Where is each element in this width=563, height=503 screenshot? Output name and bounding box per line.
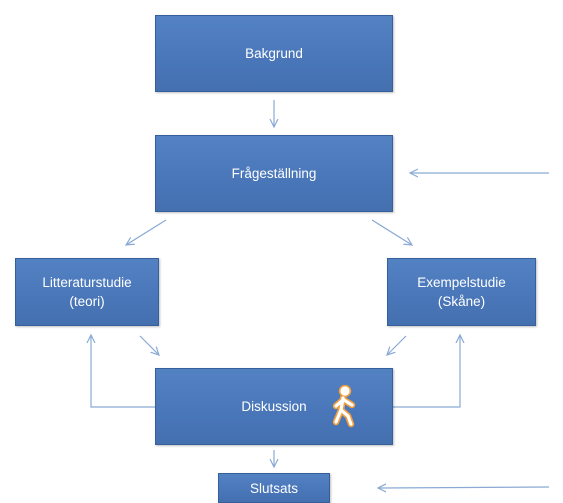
node-bakgrund: Bakgrund — [155, 15, 393, 92]
node-exempelstudie-label: Exempelstudie (Skåne) — [417, 275, 506, 309]
arrow-fragestallning-to-exempel — [371, 219, 412, 245]
node-litteraturstudie: Litteraturstudie (teori) — [15, 258, 159, 326]
node-fragestallning-label: Frågeställning — [231, 166, 317, 181]
walking-person-icon — [332, 385, 356, 428]
node-litteraturstudie-label: Litteraturstudie (teori) — [42, 275, 132, 309]
arrow-diskussion-to-exempel — [393, 335, 460, 408]
node-slutsats-label: Slutsats — [249, 481, 299, 496]
node-diskussion-label: Diskussion — [241, 399, 307, 414]
node-bakgrund-label: Bakgrund — [245, 46, 303, 61]
arrow-external-to-slutsats — [378, 487, 550, 488]
arrow-fragestallning-to-litteratur — [126, 219, 167, 245]
node-fragestallning: Frågeställning — [155, 135, 393, 212]
node-slutsats: Slutsats — [218, 473, 330, 503]
node-exempelstudie: Exempelstudie (Skåne) — [387, 258, 536, 326]
arrow-exempel-to-diskussion — [387, 335, 407, 355]
arrow-litteratur-to-diskussion — [139, 335, 159, 355]
arrow-diskussion-to-litteratur — [91, 335, 155, 408]
